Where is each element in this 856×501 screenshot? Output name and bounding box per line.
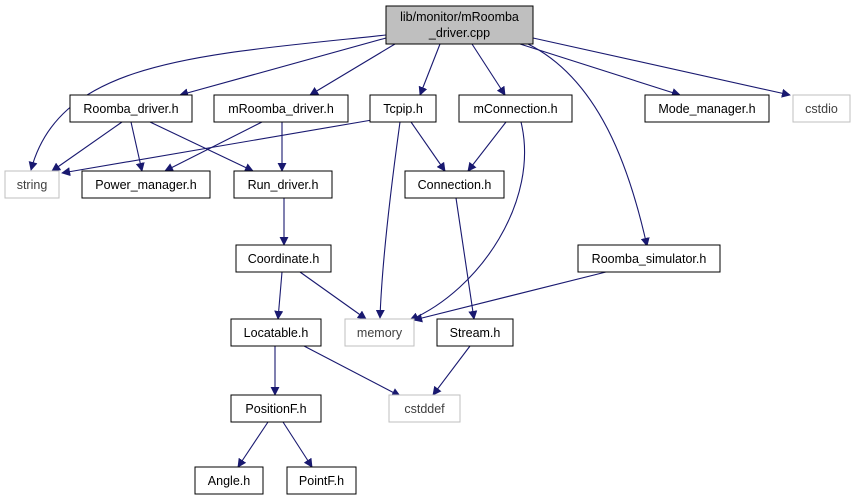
edge-tcpip-string [61, 119, 373, 177]
node-label: Roomba_simulator.h [592, 252, 707, 266]
edge-mroomba-driver-power-manager [164, 121, 263, 172]
node-label: Locatable.h [244, 326, 309, 340]
edge-positionf-pointf [282, 421, 313, 468]
node-label: memory [357, 326, 403, 340]
node-label: string [17, 178, 48, 192]
node-memory[interactable]: memory [344, 318, 415, 347]
node-root-line-2: _driver.cpp [428, 26, 490, 40]
edge-root-mconnection [471, 43, 506, 96]
node-connection-h[interactable]: Connection.h [404, 170, 505, 199]
node-label: Coordinate.h [248, 252, 320, 266]
edge-positionf-angle [237, 421, 269, 468]
edge-root-tcpip [418, 43, 441, 96]
edge-root-cstdio [532, 37, 791, 98]
edge-mconnection-connection [467, 121, 507, 172]
node-label: cstdio [805, 102, 838, 116]
edge-root-roomba-driver [179, 37, 387, 98]
edge-locatable-cstddef [303, 345, 401, 397]
edge-root-mode-manager [519, 43, 681, 97]
node-label: cstddef [404, 402, 445, 416]
node-label: Stream.h [450, 326, 501, 340]
node-locatable-h[interactable]: Locatable.h [230, 318, 322, 347]
node-stream-h[interactable]: Stream.h [436, 318, 514, 347]
node-root[interactable]: lib/monitor/mRoomba _driver.cpp [385, 5, 534, 45]
node-cstdio[interactable]: cstdio [792, 94, 851, 123]
edge-tcpip-memory [375, 121, 401, 319]
edge-root-mroomba-driver [309, 43, 396, 96]
node-label: PositionF.h [245, 402, 306, 416]
node-power-manager-h[interactable]: Power_manager.h [81, 170, 211, 199]
edge-stream-cstddef [432, 345, 471, 396]
edge-roomba-simulator-memory [413, 271, 607, 323]
node-mode-manager-h[interactable]: Mode_manager.h [644, 94, 770, 123]
node-tcpip-h[interactable]: Tcpip.h [369, 94, 437, 123]
edge-tcpip-connection [410, 121, 446, 172]
edge-root-roomba-simulator [527, 43, 650, 247]
node-cstddef[interactable]: cstddef [388, 394, 461, 423]
node-label: mConnection.h [473, 102, 557, 116]
node-label: PointF.h [299, 474, 344, 488]
node-label: mRoomba_driver.h [228, 102, 334, 116]
edge-connection-stream [455, 197, 478, 320]
edge-roomba-driver-string [51, 121, 123, 172]
node-label: Mode_manager.h [658, 102, 755, 116]
node-positionf-h[interactable]: PositionF.h [230, 394, 322, 423]
edge-coordinate-locatable [274, 271, 284, 320]
edge-roomba-driver-power-manager [130, 121, 145, 172]
nodes: lib/monitor/mRoomba _driver.cpp Roomba_d… [4, 5, 851, 495]
node-label: Connection.h [418, 178, 492, 192]
node-mconnection-h[interactable]: mConnection.h [458, 94, 573, 123]
node-string[interactable]: string [4, 170, 60, 199]
node-coordinate-h[interactable]: Coordinate.h [235, 244, 332, 273]
node-pointf-h[interactable]: PointF.h [286, 466, 357, 495]
node-run-driver-h[interactable]: Run_driver.h [233, 170, 333, 199]
node-label: Angle.h [208, 474, 250, 488]
edge-roomba-driver-run-driver [149, 121, 254, 172]
edges [28, 34, 791, 468]
node-angle-h[interactable]: Angle.h [194, 466, 264, 495]
node-roomba-driver-h[interactable]: Roomba_driver.h [69, 94, 193, 123]
node-root-line-1: lib/monitor/mRoomba [400, 10, 519, 24]
node-label: Tcpip.h [383, 102, 423, 116]
node-roomba-simulator-h[interactable]: Roomba_simulator.h [577, 244, 721, 273]
node-label: Roomba_driver.h [83, 102, 178, 116]
edge-root-string [28, 34, 387, 171]
node-label: Power_manager.h [95, 178, 197, 192]
edge-mconnection-memory [409, 121, 526, 321]
node-mroomba-driver-h[interactable]: mRoomba_driver.h [213, 94, 349, 123]
node-label: Run_driver.h [248, 178, 319, 192]
edge-coordinate-memory [299, 271, 367, 320]
